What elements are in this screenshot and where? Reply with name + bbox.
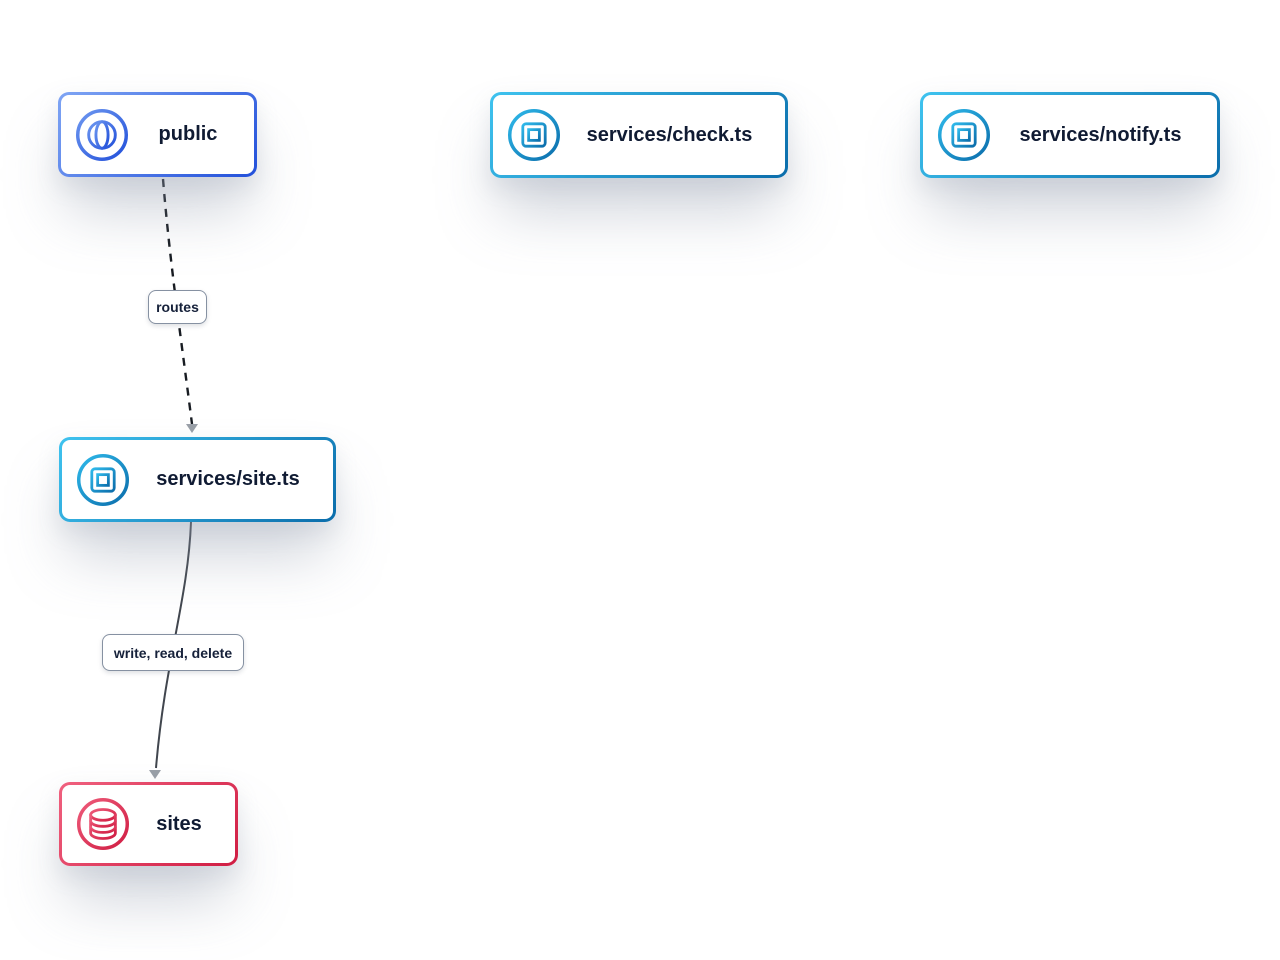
node-services-check-body: services/check.ts	[493, 95, 785, 175]
node-sites-database-body: sites	[62, 785, 235, 863]
globe-icon	[74, 107, 130, 163]
arrowhead-site	[186, 424, 198, 433]
node-public-body: public	[61, 95, 254, 174]
node-services-notify-body: services/notify.ts	[923, 95, 1217, 175]
node-sites-database-label: sites	[156, 812, 202, 835]
node-public-label: public	[158, 123, 218, 145]
node-services-site-body: services/site.ts	[62, 440, 333, 519]
database-icon	[75, 796, 131, 852]
node-services-notify-label: services/notify.ts	[1019, 123, 1182, 146]
chip-icon	[75, 452, 131, 508]
node-services-site-label: services/site.ts	[156, 468, 300, 490]
chip-icon	[506, 107, 562, 163]
arrowhead-sites	[149, 770, 161, 779]
node-public[interactable]: public	[58, 92, 257, 177]
node-services-site[interactable]: services/site.ts	[59, 437, 336, 522]
edge-label-routes: routes	[148, 290, 207, 324]
node-services-check-label: services/check.ts	[586, 123, 753, 146]
edge-label-write-read-delete: write, read, delete	[102, 634, 244, 671]
node-services-check[interactable]: services/check.ts	[490, 92, 788, 178]
node-sites-database[interactable]: sites	[59, 782, 238, 866]
chip-icon	[936, 107, 992, 163]
node-services-notify[interactable]: services/notify.ts	[920, 92, 1220, 178]
